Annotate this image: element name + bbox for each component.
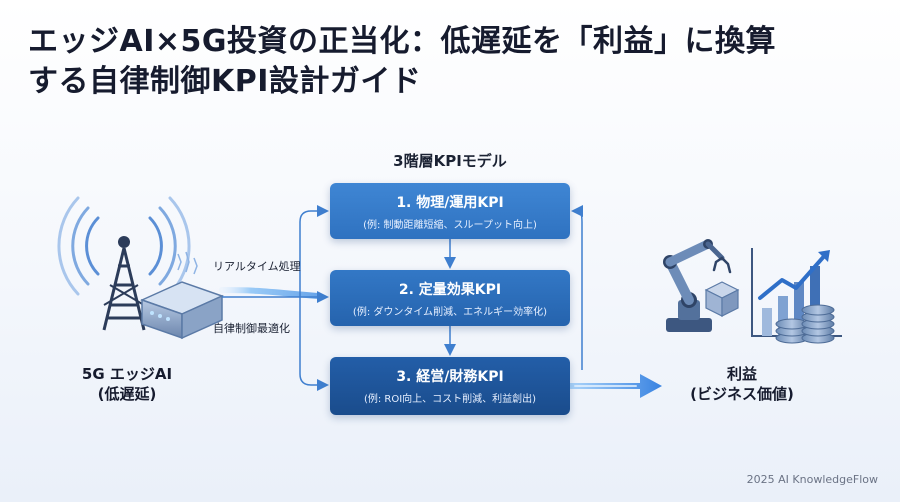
5g-tower-icon [57, 196, 191, 331]
kpi-box-quantitative: 2. 定量効果KPI (例: ダウンタイム削減、エネルギー効率化) [330, 270, 570, 326]
coin-stack-icon [775, 304, 835, 344]
kpi-box-financial: 3. 経営/財務KPI (例: ROI向上、コスト削減、利益創出) [330, 357, 570, 415]
page-title-line1: エッジAI×5G投資の正当化：低遅延を「利益」に換算 [28, 24, 777, 59]
data-flow-beams [219, 287, 329, 303]
kpi-box-financial-name: 3. 経営/財務KPI [396, 369, 504, 385]
growth-chart-icon [751, 248, 842, 337]
kpi-box-physical-sub: (例: 制動距離短縮、スループット向上) [363, 220, 537, 231]
profit-label-line1: 利益 [726, 365, 757, 383]
kpi-box-quantitative-name: 2. 定量効果KPI [398, 282, 502, 298]
branch-arrows [299, 205, 329, 391]
flow-label-realtime: リアルタイム処理 [213, 260, 301, 273]
edge-ai-label: 5G エッジAI (低遅延) [62, 364, 192, 404]
output-arrow [570, 374, 662, 398]
kpi-model-title: 3階層KPIモデル [393, 152, 507, 170]
kpi-box-financial-sub: (例: ROI向上、コスト削減、利益創出) [363, 394, 537, 405]
kpi-box-quantitative-sub: (例: ダウンタイム削減、エネルギー効率化) [352, 307, 548, 318]
page-title: エッジAI×5G投資の正当化：低遅延を「利益」に換算 する自律制御KPI設計ガイ… [28, 22, 878, 102]
edge-device-icon [139, 251, 225, 340]
profit-label-line2: (ビジネス価値) [690, 385, 794, 403]
kpi-box-physical-name: 1. 物理/運用KPI [396, 195, 504, 211]
profit-label: 利益 (ビジネス価値) [672, 364, 812, 404]
flow-label-autonomous-control: 自律制御最適化 [213, 322, 290, 335]
page-title-line2: する自律制御KPI設計ガイド [28, 64, 422, 99]
edge-ai-label-line2: (低遅延) [97, 385, 157, 403]
feedback-arrow [571, 205, 583, 370]
kpi-box-physical: 1. 物理/運用KPI (例: 制動距離短縮、スループット向上) [330, 183, 570, 239]
robot-arm-icon [663, 239, 740, 332]
credit-text: 2025 AI KnowledgeFlow [746, 473, 878, 486]
edge-ai-label-line1: 5G エッジAI [81, 365, 173, 383]
